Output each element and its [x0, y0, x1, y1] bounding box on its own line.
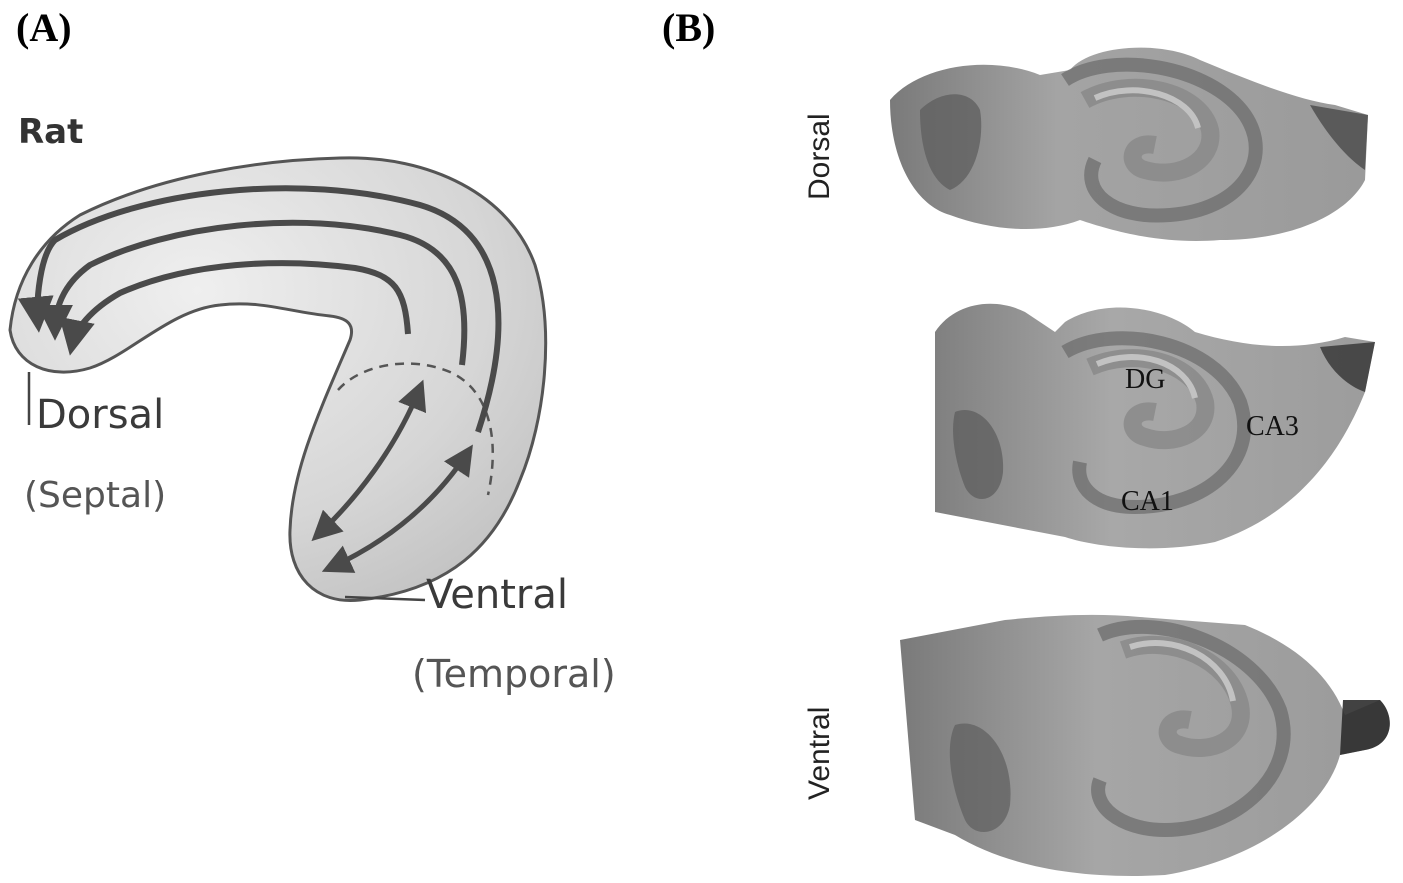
slice-axis-dorsal-label: Dorsal: [803, 113, 837, 200]
slice-axis-ventral-label: Ventral: [803, 707, 837, 800]
ca3-region-label: CA3: [1246, 411, 1299, 443]
septal-label: (Septal): [24, 475, 166, 516]
temporal-label: (Temporal): [412, 652, 616, 696]
ca1-region-label: CA1: [1121, 486, 1174, 518]
dg-region-label: DG: [1125, 364, 1165, 396]
ventral-slice-image: [895, 605, 1395, 880]
species-label: Rat: [18, 112, 83, 152]
dorsal-label: Dorsal: [36, 392, 164, 438]
dorsal-slice-image: [880, 40, 1380, 250]
panel-b-label: (B): [662, 4, 715, 51]
ventral-label: Ventral: [426, 572, 568, 618]
rat-hippocampus-diagram: [0, 0, 660, 883]
